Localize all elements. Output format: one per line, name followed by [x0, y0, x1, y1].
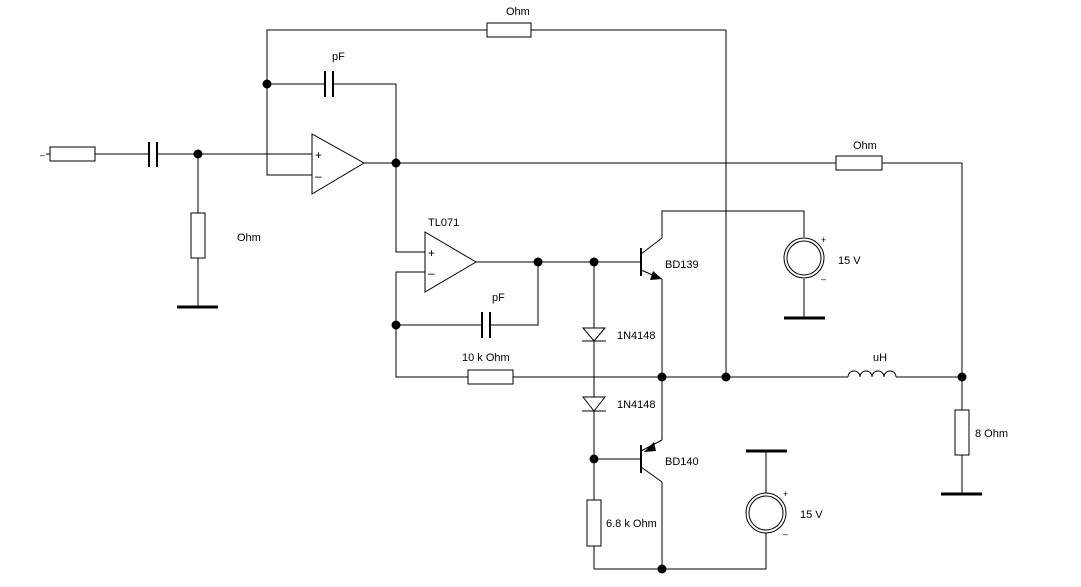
upper-source-minus: –	[821, 274, 826, 284]
inductor	[847, 370, 897, 378]
input-terminal-mark: –	[40, 150, 45, 160]
bias-resistor	[586, 499, 602, 547]
label-opamp2: TL071	[428, 217, 459, 229]
load-resistor	[954, 409, 970, 456]
opamp2-plus-sign: +	[428, 246, 435, 260]
label-feedback-capacitor: pF	[332, 51, 345, 63]
label-load-resistor: 8 Ohm	[975, 428, 1008, 440]
label-shunt-resistor: Ohm	[237, 232, 261, 244]
voltage-source-lower: + –	[745, 489, 788, 539]
label-bd139: BD139	[665, 259, 699, 271]
label-feedback-resistor: Ohm	[506, 6, 530, 18]
opamp-1: + –	[311, 133, 366, 195]
diode-upper	[581, 327, 607, 342]
feedback-capacitor	[324, 71, 334, 97]
label-diode-upper: 1N4148	[617, 330, 656, 342]
label-bd140: BD140	[665, 456, 699, 468]
lower-source-plus: +	[783, 489, 788, 499]
opamp1-plus-sign: +	[315, 148, 322, 162]
label-inductor: uH	[873, 352, 887, 364]
label-diode-lower: 1N4148	[617, 399, 656, 411]
label-output-resistor: Ohm	[853, 140, 877, 152]
label-bias-resistor: 6.8 k Ohm	[606, 518, 657, 530]
input-resistor	[49, 146, 96, 162]
opamp-2: + –	[424, 231, 477, 293]
junction-dots	[193, 79, 967, 574]
input-capacitor	[148, 142, 158, 167]
pnp-transistor-bd140	[640, 439, 663, 483]
wires	[46, 29, 963, 570]
label-upper-supply: 15 V	[838, 255, 861, 267]
upper-source-plus: +	[821, 235, 826, 245]
lower-source-minus: –	[783, 529, 788, 539]
shunt-resistor	[190, 212, 206, 259]
opamp1-minus-sign: –	[315, 169, 322, 183]
output-resistor	[835, 155, 883, 171]
label-opamp2-capacitor: pF	[492, 292, 505, 304]
opamp2-minus-sign: –	[428, 266, 435, 280]
label-lower-supply: 15 V	[800, 509, 823, 521]
feedback-resistor	[486, 22, 532, 38]
label-10k-resistor: 10 k Ohm	[462, 352, 510, 364]
diode-lower	[581, 396, 607, 412]
10k-resistor	[467, 369, 514, 385]
opamp2-capacitor	[481, 312, 491, 338]
voltage-source-upper: + –	[783, 235, 826, 284]
npn-transistor-bd139	[640, 237, 663, 280]
